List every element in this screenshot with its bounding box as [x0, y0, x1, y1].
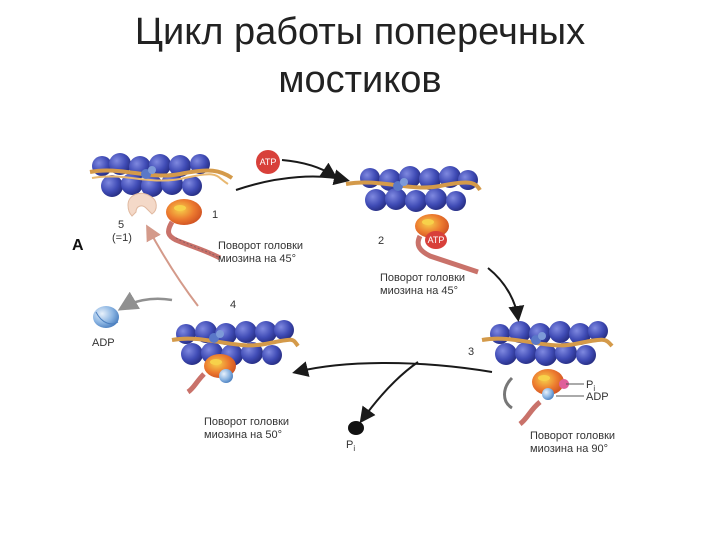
arrow-2-to-3 — [487, 267, 525, 322]
state-3-filament — [481, 321, 614, 426]
step-1-number: 1 — [212, 209, 218, 221]
step-4-number: 4 — [230, 299, 236, 311]
step-3-number: 3 — [468, 346, 474, 358]
tropomyosin-strand — [481, 336, 614, 348]
tropomyosin-strand-2 — [91, 173, 229, 185]
atp-label: ATP — [260, 157, 277, 167]
arrow-3-to-4 — [292, 361, 493, 377]
myosin-neck — [518, 400, 542, 426]
troponin — [393, 178, 408, 191]
actin-filament — [490, 321, 608, 366]
myosin-neck — [186, 372, 206, 395]
page-title: Цикл работы поперечных мостиков — [0, 8, 720, 104]
adp-label: ADP — [92, 337, 115, 349]
step-5-note: (=1) — [112, 232, 132, 244]
label-rotation-45-a: Поворот головки миозина на 45° — [218, 240, 303, 265]
svg-text:Поворот головки: Поворот головки — [218, 240, 303, 252]
label-rotation-50: Поворот головки миозина на 50° — [204, 416, 289, 441]
svg-text:миозина на 45°: миозина на 45° — [380, 285, 458, 297]
rotation-arrow — [503, 376, 514, 410]
step-5-number: 5 — [118, 219, 124, 231]
arrow-1-to-2 — [235, 169, 350, 191]
panel-letter: A — [72, 237, 84, 254]
title-line-1: Цикл работы поперечных — [134, 11, 586, 53]
arrow-4-to-1 — [146, 224, 199, 307]
svg-text:Поворот головки: Поворот головки — [380, 272, 465, 284]
arrow-pi-release — [359, 361, 419, 424]
pi-bound-label: Pi — [586, 379, 595, 393]
state-2-filament: ATP — [345, 166, 482, 275]
arrow-adp-release — [117, 291, 173, 311]
myosin-neck — [166, 220, 222, 261]
atp-free-molecule: ATP — [256, 150, 280, 174]
adp-bound-label: ADP — [586, 391, 609, 403]
svg-text:миозина на 45°: миозина на 45° — [218, 253, 296, 265]
tropomyosin-strand — [89, 168, 234, 180]
label-rotation-90: Поворот головки миозина на 90° — [530, 430, 615, 455]
adp-free-molecule — [93, 306, 119, 328]
state-4-filament — [171, 320, 300, 395]
myosin-neck — [415, 234, 479, 275]
troponin — [531, 332, 546, 345]
adp-bound-molecule — [219, 369, 233, 383]
myosin-head — [532, 369, 564, 395]
troponin — [209, 330, 224, 343]
state-1-filament — [89, 153, 234, 261]
atp-bound-molecule — [425, 231, 447, 249]
adp-bound-molecule — [542, 388, 554, 400]
pi-free-molecule — [348, 421, 364, 435]
arrow-atp-in — [281, 159, 338, 179]
svg-text:Поворот головки: Поворот головки — [530, 430, 615, 442]
svg-text:Поворот головки: Поворот головки — [204, 416, 289, 428]
myosin-head-detached — [127, 192, 157, 217]
label-rotation-45-b: Поворот головки миозина на 45° — [380, 272, 465, 297]
title-line-2: мостиков — [278, 59, 442, 101]
step-2-number: 2 — [378, 235, 384, 247]
svg-text:миозина на 90°: миозина на 90° — [530, 443, 608, 455]
tropomyosin-strand — [171, 336, 300, 348]
svg-text:миозина на 50°: миозина на 50° — [204, 429, 282, 441]
troponin — [141, 166, 156, 179]
myosin-head — [166, 199, 202, 225]
pi-free-label: Pi — [346, 439, 355, 453]
tropomyosin-strand — [345, 180, 482, 192]
atp-bound-label: ATP — [428, 235, 445, 245]
pi-bound-molecule — [559, 379, 569, 389]
